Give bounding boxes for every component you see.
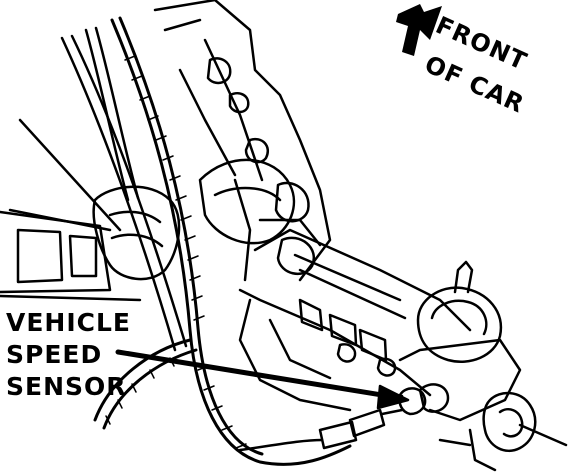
harness-braid [105, 55, 247, 449]
frame-bracket [0, 210, 142, 302]
sensor-leader-arrow [115, 349, 410, 410]
vehicle-speed-sensor-label-line-1: VEHICLE [6, 308, 132, 337]
transmission-case [238, 228, 472, 412]
vehicle-speed-sensor-label-line-2: SPEED [6, 340, 103, 369]
wiring-harness [93, 16, 352, 466]
vehicle-speed-sensor-label-line-3: SENSOR [6, 372, 127, 401]
gloved-hand [92, 158, 296, 281]
shift-tower [398, 260, 522, 422]
engine-bellhousing [153, 0, 332, 282]
tailshaft-yoke [438, 391, 568, 472]
body-panel [8, 26, 188, 352]
front-of-car-arrow [396, 4, 442, 56]
